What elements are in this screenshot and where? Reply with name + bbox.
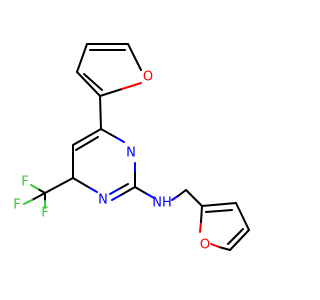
atom-nitrogen-ring-bottom: N (98, 193, 108, 208)
atom-amine-nh: NH (152, 196, 172, 211)
bond (227, 228, 244, 245)
bond (30, 184, 39, 190)
bond (44, 177, 74, 194)
atom-oxygen-bottom: O (200, 238, 210, 253)
bond (200, 205, 203, 223)
bond (199, 221, 202, 233)
bond (83, 73, 103, 91)
bond (235, 202, 250, 231)
bond (31, 192, 46, 201)
bond (99, 88, 123, 97)
molecule-canvas: O N N NH F F F O (13, 43, 250, 253)
bond (118, 183, 129, 190)
furan-ring-top (76, 43, 142, 97)
bond (109, 188, 120, 195)
trifluoromethyl-group (23, 177, 74, 209)
bond (75, 136, 99, 151)
pyrimidine-ring (72, 128, 136, 201)
bond (134, 186, 148, 195)
furan-ring-bottom (199, 202, 250, 251)
bond (120, 186, 136, 196)
atom-fluorine-2: F (41, 206, 48, 221)
bond (99, 95, 102, 130)
bond (76, 43, 88, 73)
bond (127, 43, 142, 71)
bond (23, 199, 33, 205)
atom-fluorine-3: F (13, 198, 20, 213)
bond (116, 137, 125, 143)
bond (201, 202, 237, 207)
bond (89, 187, 98, 193)
molecule-structure: O N N NH F F F O (13, 43, 250, 253)
bond (218, 246, 231, 251)
bond (100, 128, 118, 139)
atom-nitrogen-ring-top: N (126, 146, 136, 161)
bond (177, 189, 187, 197)
bond (146, 193, 155, 199)
bond (72, 128, 102, 146)
atom-oxygen-top: O (143, 70, 153, 85)
bond (37, 188, 46, 194)
bond (72, 177, 91, 189)
bond (111, 194, 122, 201)
bond (171, 195, 179, 201)
bond (210, 243, 220, 248)
bond (185, 189, 203, 207)
bond (76, 71, 101, 97)
bond (121, 82, 142, 90)
atom-fluorine-1: F (21, 175, 28, 190)
bond (205, 209, 233, 213)
bond (229, 229, 250, 251)
